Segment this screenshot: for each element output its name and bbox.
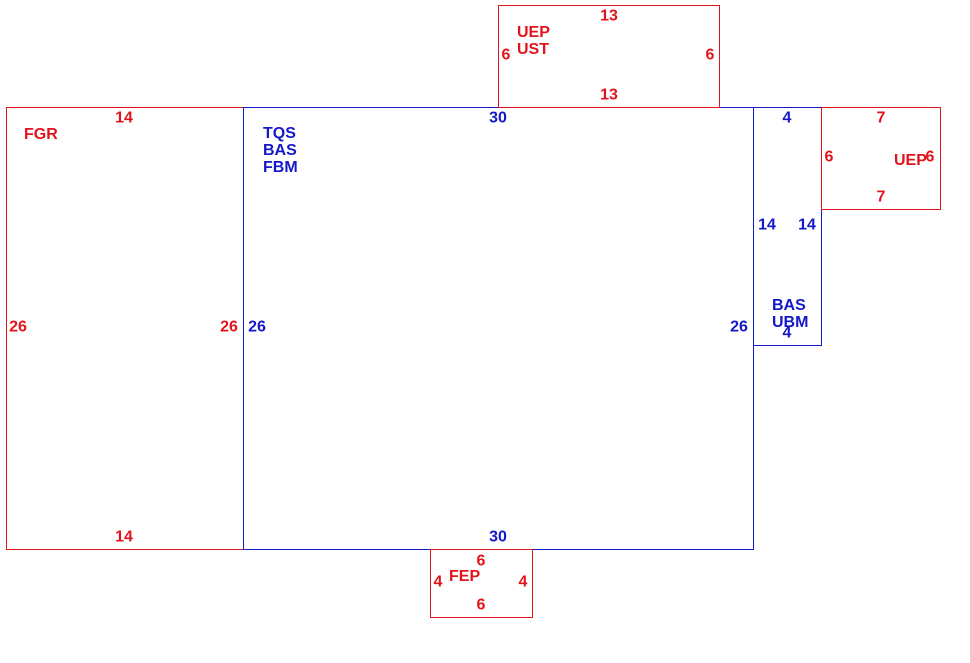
room-code: UEP — [517, 24, 550, 41]
room-fgr-dim-right: 26 — [220, 318, 238, 336]
room-main-dim-left: 26 — [248, 318, 266, 336]
room-code: FBM — [263, 159, 298, 176]
room-side-outline — [753, 107, 822, 346]
room-top-uep-dim-left: 6 — [501, 46, 511, 64]
room-main-dim-bottom: 30 — [489, 528, 507, 546]
room-top-uep-dim-bottom: 13 — [600, 86, 618, 104]
room-right-uep-dim-top: 7 — [876, 109, 886, 127]
room-side-dim-right: 14 — [798, 216, 816, 234]
room-top-uep-outline — [498, 5, 720, 108]
room-fgr-dim-bottom: 14 — [115, 528, 133, 546]
room-top-uep-code-label: UEP UST — [517, 24, 550, 58]
room-code: BAS — [263, 142, 297, 159]
room-side-code-label: BAS UBM — [772, 297, 808, 331]
room-fgr-dim-top: 14 — [115, 109, 133, 127]
room-top-uep-dim-top: 13 — [600, 7, 618, 25]
room-fep-dim-left: 4 — [433, 573, 443, 591]
room-side-dim-bottom: 4 — [782, 324, 792, 342]
room-main-dim-right: 26 — [730, 318, 748, 336]
room-main-dim-top: 30 — [489, 109, 507, 127]
room-fgr-dim-left: 26 — [9, 318, 27, 336]
room-top-uep-dim-right: 6 — [705, 46, 715, 64]
room-right-uep-dim-right: 6 — [925, 148, 935, 166]
room-code: UST — [517, 41, 549, 58]
room-code: FGR — [24, 126, 58, 143]
room-fep-dim-right: 4 — [518, 573, 528, 591]
room-code: FEP — [449, 568, 481, 585]
room-right-uep-code-label: UEP — [894, 152, 927, 169]
room-fep-dim-bottom: 6 — [476, 596, 486, 614]
room-code: TQS — [263, 125, 296, 142]
room-right-uep-dim-left: 6 — [824, 148, 834, 166]
room-code: UEP — [894, 152, 927, 169]
room-fep-code-label: FEP — [449, 568, 480, 585]
room-fgr-outline — [6, 107, 244, 550]
room-fgr-code-label: FGR — [24, 126, 58, 143]
room-fep-outline — [430, 549, 533, 618]
room-side-dim-left: 14 — [758, 216, 776, 234]
room-code: UBM — [772, 314, 809, 331]
room-right-uep-dim-bottom: 7 — [876, 188, 886, 206]
room-right-uep-outline — [821, 107, 941, 210]
room-fep-dim-top: 6 — [476, 552, 486, 570]
room-main-outline — [243, 107, 754, 550]
room-main-code-label: TQS BAS FBM — [263, 125, 298, 176]
room-code: BAS — [772, 297, 806, 314]
room-side-dim-top: 4 — [782, 109, 792, 127]
